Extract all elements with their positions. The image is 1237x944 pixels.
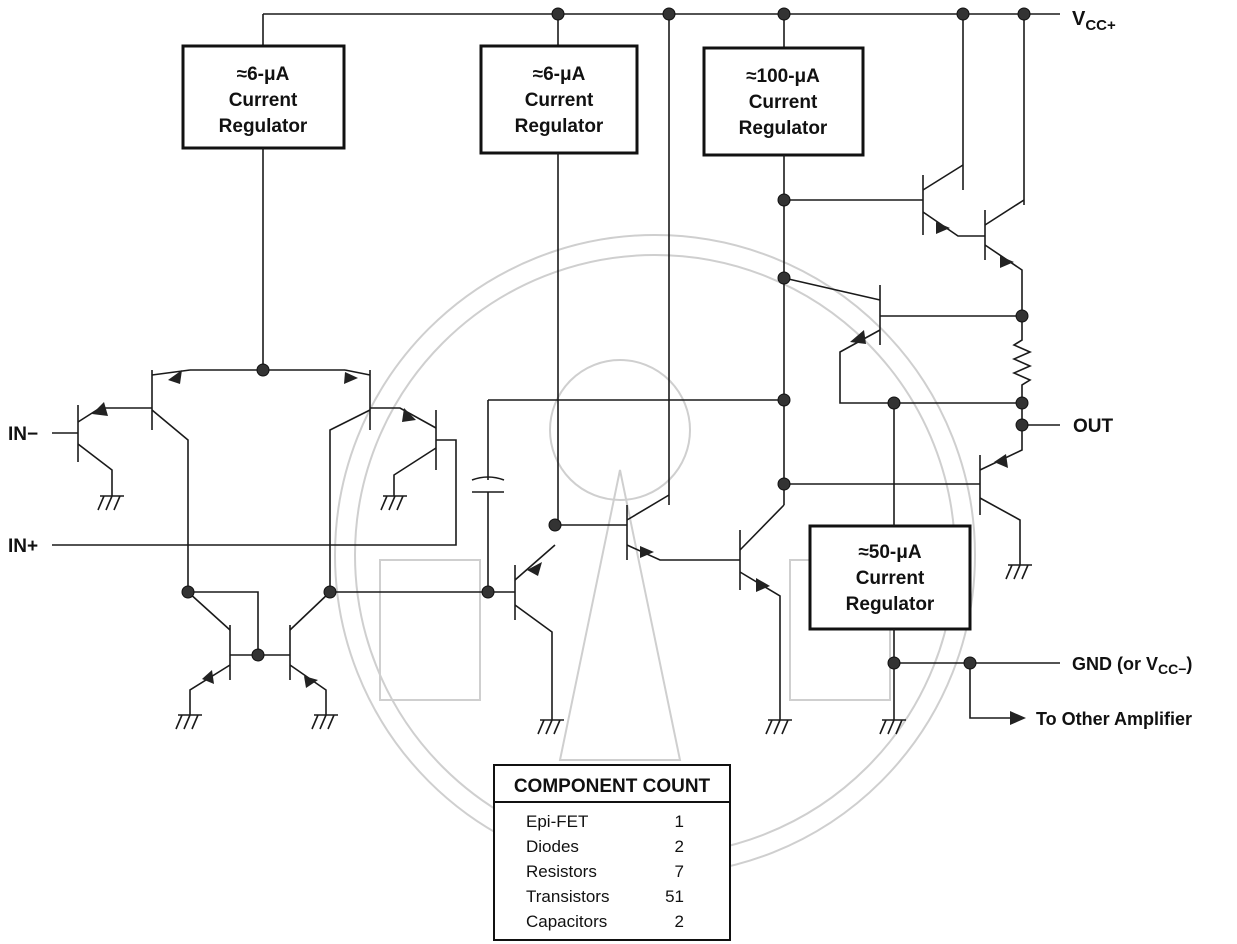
svg-text:≈50-μA: ≈50-μA: [858, 542, 922, 563]
svg-text:Current: Current: [749, 92, 818, 113]
svg-text:≈6-μA: ≈6-μA: [237, 64, 290, 85]
svg-text:51: 51: [665, 887, 684, 906]
svg-text:Regulator: Regulator: [515, 116, 604, 137]
component-row: Transistors 51: [526, 887, 684, 906]
out-label: OUT: [1073, 416, 1114, 437]
in-plus-label: IN+: [8, 536, 38, 557]
gain-stage: [488, 153, 792, 735]
in-minus-label: IN−: [8, 424, 38, 445]
svg-text:Current: Current: [856, 568, 925, 589]
svg-text:1: 1: [675, 812, 684, 831]
svg-text:Current: Current: [229, 90, 298, 111]
svg-text:≈100-μA: ≈100-μA: [746, 66, 820, 87]
component-row: Diodes 2: [526, 837, 684, 856]
gnd-label: GND (or VCC−): [1072, 654, 1192, 677]
component-count-title: COMPONENT COUNT: [514, 776, 711, 797]
regulator-6ua-left: ≈6-μA Current Regulator: [181, 44, 346, 150]
to-other-amplifier-label: To Other Amplifier: [1036, 709, 1192, 729]
input-stage: [52, 148, 457, 592]
svg-text:Regulator: Regulator: [219, 116, 308, 137]
component-row: Capacitors 2: [526, 912, 684, 931]
regulator-6ua-middle: ≈6-μA Current Regulator: [479, 44, 639, 155]
emitter-arrows: [92, 222, 1026, 725]
svg-text:7: 7: [675, 862, 684, 881]
svg-text:2: 2: [675, 837, 684, 856]
svg-text:Regulator: Regulator: [846, 594, 935, 615]
ground-rail: [879, 629, 1060, 735]
svg-text:≈6-μA: ≈6-μA: [533, 64, 586, 85]
output-stage: [783, 155, 1060, 580]
component-row: Epi-FET 1: [526, 812, 684, 831]
compensation-capacitor: [471, 399, 784, 592]
regulator-50ua: ≈50-μA Current Regulator: [808, 524, 972, 631]
svg-text:Diodes: Diodes: [526, 837, 579, 856]
component-count-table: COMPONENT COUNT Epi-FET 1 Diodes 2 Resis…: [493, 764, 731, 941]
svg-text:2: 2: [675, 912, 684, 931]
current-mirror: [175, 591, 488, 730]
svg-text:Resistors: Resistors: [526, 862, 597, 881]
component-row: Resistors 7: [526, 862, 684, 881]
svg-text:Transistors: Transistors: [526, 887, 609, 906]
svg-text:Capacitors: Capacitors: [526, 912, 607, 931]
svg-text:Epi-FET: Epi-FET: [526, 812, 588, 831]
svg-text:Current: Current: [525, 90, 594, 111]
vcc-plus-label: VCC+: [1072, 8, 1116, 34]
svg-text:Regulator: Regulator: [739, 118, 828, 139]
junction-dots: [181, 7, 1031, 670]
regulator-100ua: ≈100-μA Current Regulator: [702, 46, 865, 157]
